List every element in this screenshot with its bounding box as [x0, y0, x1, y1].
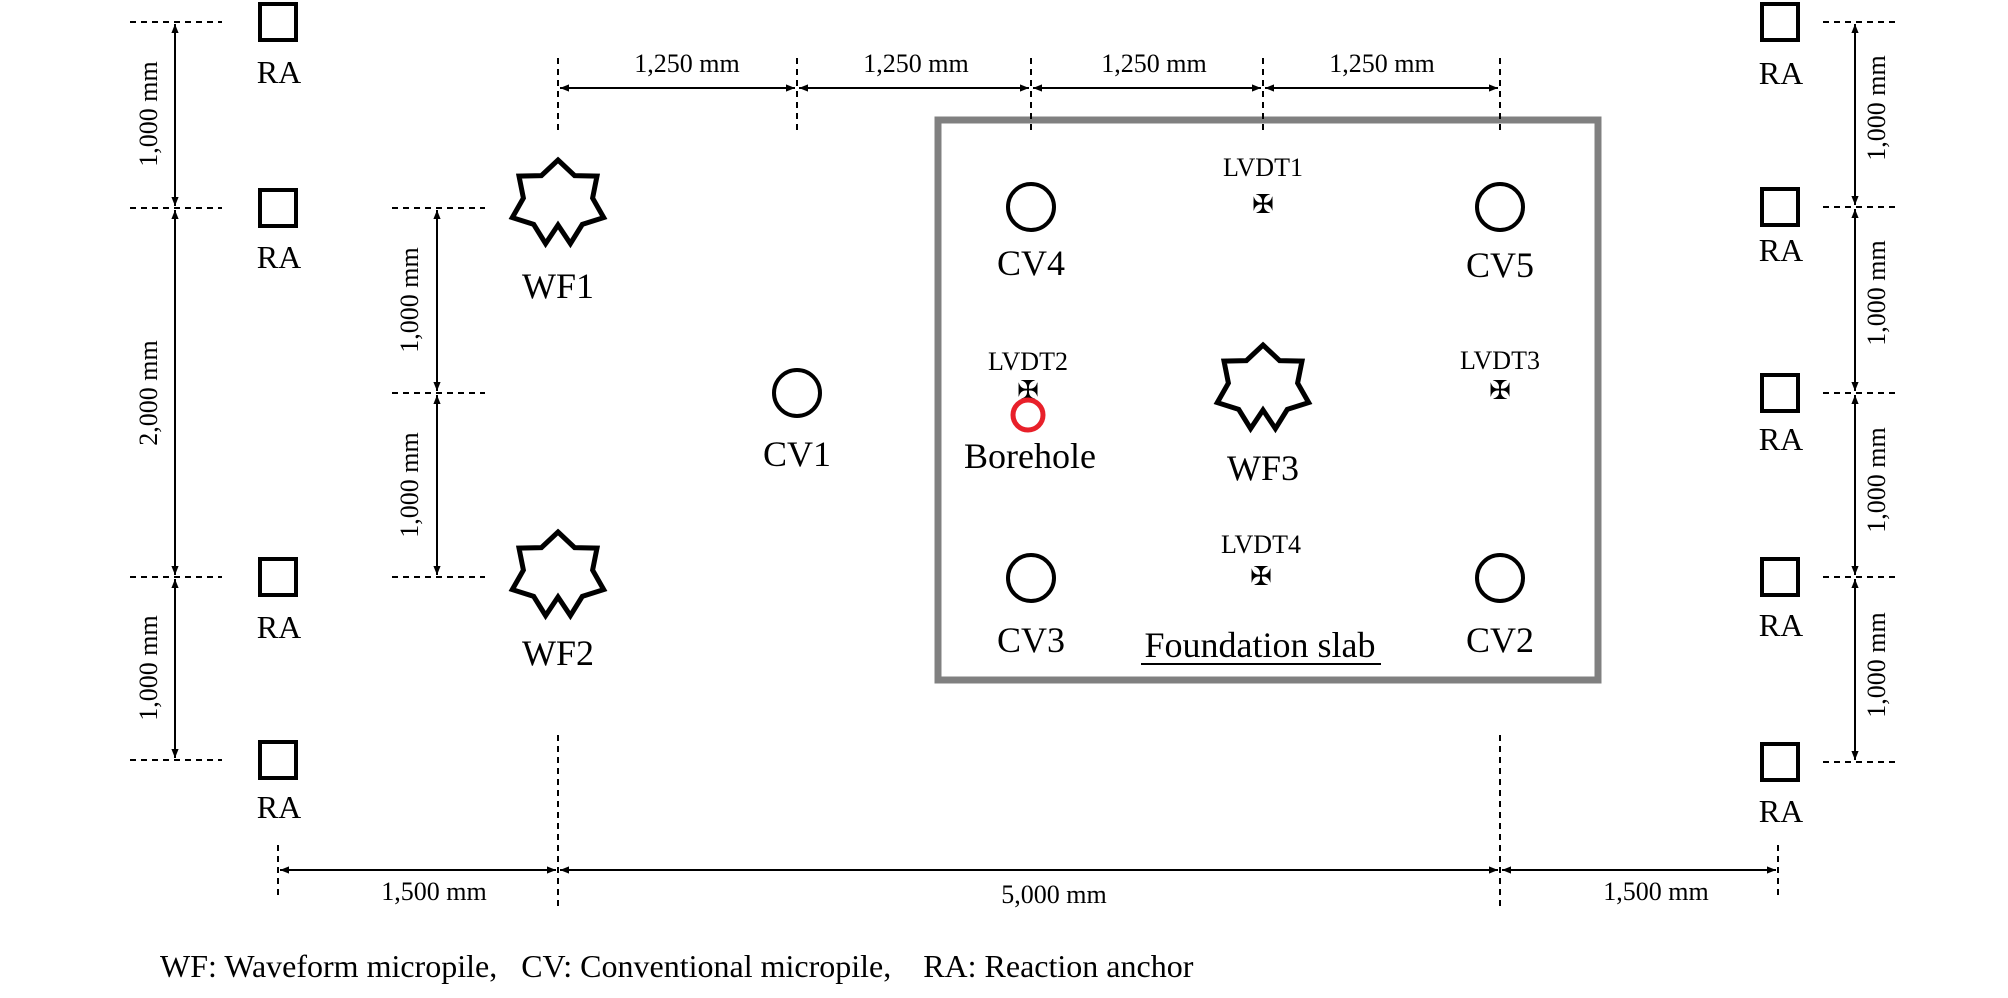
reaction-anchor-square [1760, 557, 1800, 597]
reaction-anchor-left-2: RA [257, 188, 301, 275]
reaction-anchor-right-1: RA [1759, 2, 1803, 91]
lvdt-2: LVDT2 ✠ [988, 347, 1068, 405]
reaction-anchor-square [258, 557, 298, 597]
lvdt-1: LVDT1 ✠ [1223, 153, 1303, 219]
reaction-anchor-label: RA [1759, 55, 1803, 91]
waveform-star-icon [1213, 341, 1313, 434]
conventional-micropile-cv4: CV4 [997, 182, 1065, 283]
top-dim-label-1: 1,250 mm [634, 49, 739, 78]
waveform-micropile-wf3: WF3 [1213, 341, 1313, 488]
inner-dim-label-bottom: 1,000 mm [395, 432, 424, 537]
reaction-anchor-left-1: RA [257, 2, 301, 90]
reaction-anchor-right-2: RA [1759, 187, 1803, 268]
reaction-anchor-left-3: RA [257, 557, 301, 645]
conventional-micropile-cv1: CV1 [763, 368, 831, 474]
right-dim-label-1: 1,000 mm [1862, 55, 1891, 160]
conventional-pile-circle [1006, 182, 1056, 232]
bottom-dim-label-mid: 5,000 mm [1001, 880, 1106, 909]
top-dimension-chain [557, 58, 1501, 135]
waveform-star-icon [508, 528, 608, 621]
inner-dim-label-top: 1,000 mm [395, 247, 424, 352]
lvdt-label: LVDT1 [1223, 153, 1303, 182]
waveform-pile-label: WF1 [522, 266, 594, 306]
conventional-pile-label: CV5 [1466, 245, 1534, 285]
reaction-anchor-right-4: RA [1759, 557, 1803, 643]
top-dim-label-2: 1,250 mm [863, 49, 968, 78]
reaction-anchor-square [258, 740, 298, 780]
conventional-micropile-cv3: CV3 [997, 553, 1065, 660]
lvdt-label: LVDT4 [1221, 530, 1301, 559]
legend-ra: RA: Reaction anchor [923, 948, 1194, 984]
left-inner-extension-lines [392, 207, 485, 578]
borehole-circle [1010, 397, 1046, 433]
left-dim-label-mid: 2,000 mm [134, 340, 163, 445]
waveform-star-icon [508, 156, 608, 249]
conventional-micropile-cv5: CV5 [1466, 182, 1534, 285]
conventional-micropile-cv2: CV2 [1466, 553, 1534, 660]
reaction-anchor-square [258, 2, 298, 42]
conventional-pile-label: CV2 [1466, 620, 1534, 660]
waveform-micropile-wf1: WF1 [508, 156, 608, 306]
conventional-pile-circle [1006, 553, 1056, 603]
legend-cv: CV: Conventional micropile, [521, 948, 892, 984]
reaction-anchor-label: RA [1759, 232, 1803, 268]
top-dim-label-4: 1,250 mm [1329, 49, 1434, 78]
lvdt-marker-icon: ✠ [1017, 376, 1039, 405]
bottom-dim-label-left: 1,500 mm [381, 877, 486, 906]
right-extension-lines [1823, 21, 1900, 763]
reaction-anchor-label: RA [257, 54, 301, 90]
reaction-anchor-label: RA [257, 239, 301, 275]
lvdt-3: LVDT3 ✠ [1460, 346, 1540, 405]
reaction-anchor-square [1760, 742, 1800, 782]
conventional-pile-label: CV3 [997, 620, 1065, 660]
waveform-pile-label: WF2 [522, 633, 594, 673]
left-dim-label-top: 1,000 mm [134, 61, 163, 166]
reaction-anchor-right-5: RA [1759, 742, 1803, 829]
lvdt-label: LVDT2 [988, 347, 1068, 376]
lvdt-marker-icon: ✠ [1250, 562, 1272, 591]
reaction-anchor-square [1760, 373, 1800, 413]
reaction-anchor-label: RA [1759, 793, 1803, 829]
right-dim-label-2: 1,000 mm [1862, 240, 1891, 345]
lvdt-marker-icon: ✠ [1489, 376, 1511, 405]
right-dim-label-3: 1,000 mm [1862, 427, 1891, 532]
foundation-slab-label: Foundation slab [1145, 625, 1376, 665]
top-dim-label-3: 1,250 mm [1101, 49, 1206, 78]
borehole: Borehole [964, 397, 1096, 476]
reaction-anchor-left-4: RA [257, 740, 301, 825]
left-dim-label-bottom: 1,000 mm [134, 615, 163, 720]
reaction-anchor-square [258, 188, 298, 228]
right-dim-label-4: 1,000 mm [1862, 612, 1891, 717]
conventional-pile-circle [1475, 553, 1525, 603]
borehole-label: Borehole [964, 436, 1096, 476]
waveform-pile-label: WF3 [1227, 448, 1299, 488]
reaction-anchor-right-3: RA [1759, 373, 1803, 457]
conventional-pile-label: CV4 [997, 243, 1065, 283]
bottom-dim-label-right: 1,500 mm [1603, 877, 1708, 906]
lvdt-4: LVDT4 ✠ [1221, 530, 1301, 591]
reaction-anchor-square [1760, 187, 1800, 227]
waveform-micropile-wf2: WF2 [508, 528, 608, 673]
lvdt-label: LVDT3 [1460, 346, 1540, 375]
conventional-pile-circle [772, 368, 822, 418]
reaction-anchor-square [1760, 2, 1800, 42]
bottom-extension-lines [277, 735, 1779, 910]
conventional-pile-label: CV1 [763, 434, 831, 474]
reaction-anchor-label: RA [257, 789, 301, 825]
reaction-anchor-label: RA [1759, 421, 1803, 457]
legend-wf: WF: Waveform micropile, [160, 948, 498, 984]
reaction-anchor-label: RA [257, 609, 301, 645]
foundation-slab [934, 116, 1602, 684]
conventional-pile-circle [1475, 182, 1525, 232]
reaction-anchor-label: RA [1759, 607, 1803, 643]
lvdt-marker-icon: ✠ [1252, 190, 1274, 219]
left-outer-extension-lines [130, 21, 222, 761]
legend: WF: Waveform micropile, CV: Conventional… [160, 948, 1193, 985]
